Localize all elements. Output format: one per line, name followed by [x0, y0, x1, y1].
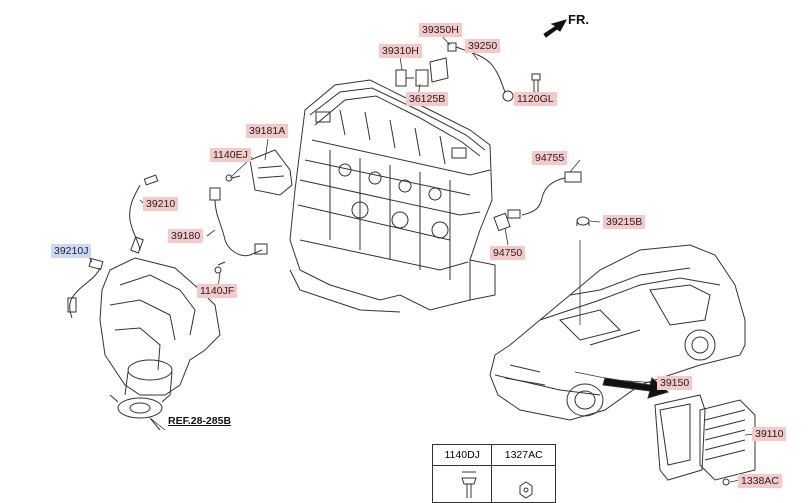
- ecu-bracket-39150-drawing: [654, 394, 706, 481]
- callout-94750: 94750: [490, 246, 526, 260]
- legend-header-1140DJ: 1140DJ: [431, 444, 493, 466]
- grommet-39215B-drawing: [576, 216, 590, 226]
- callout-39215B: 39215B: [603, 215, 646, 229]
- legend-header-1327AC: 1327AC: [491, 444, 556, 466]
- ecu-location-arrow-icon: [602, 377, 670, 399]
- callout-39210: 39210: [143, 197, 179, 211]
- bracket-36125B-drawing: [429, 57, 449, 83]
- callout-1140JF: 1140JF: [197, 284, 238, 298]
- callout-1338AC: 1338AC: [738, 474, 782, 488]
- legend-cell-1327AC: [491, 465, 556, 503]
- vehicle-drawing: [489, 244, 746, 421]
- bolt-1140EJ-drawing: [225, 174, 241, 182]
- heat-shield-39181A-drawing: [249, 149, 293, 196]
- callout-39150: 39150: [657, 376, 693, 390]
- callout-1120GL: 1120GL: [514, 92, 557, 106]
- exhaust-manifold-drawing: [99, 257, 221, 431]
- front-direction-arrow-icon: [543, 19, 568, 38]
- callout-1140EJ: 1140EJ: [210, 148, 251, 162]
- oxygen-sensor-39210-drawing: [129, 174, 159, 254]
- knock-sensor-39180-drawing: [209, 187, 268, 274]
- callout-39180: 39180: [168, 229, 204, 243]
- bolt-1338AC-drawing: [722, 478, 730, 486]
- callout-94755: 94755: [532, 151, 568, 165]
- callout-36125B: 36125B: [406, 92, 449, 106]
- ecu-39110-drawing: [699, 399, 756, 481]
- engine-assembly-drawing: [289, 79, 496, 313]
- sensor-94750-drawing: [493, 212, 511, 232]
- callout-39310H: 39310H: [379, 44, 422, 58]
- callout-39110: 39110: [752, 427, 787, 441]
- front-direction-label: FR.: [568, 12, 589, 27]
- callout-39181A: 39181A: [246, 124, 289, 138]
- cam-sensor-39310H-drawing: [395, 69, 429, 87]
- legend-cell-1140DJ: [431, 465, 493, 503]
- callout-39350H: 39350H: [419, 23, 462, 37]
- reference-label: REF.28-285B: [168, 415, 232, 427]
- sensor-94755-drawing: [507, 171, 582, 219]
- oxygen-sensor-39210J-drawing: [67, 257, 104, 319]
- callout-39250: 39250: [465, 39, 501, 53]
- callout-39210J: 39210J: [51, 244, 92, 258]
- fastener-legend-table: 1140DJ 1327AC: [431, 444, 556, 503]
